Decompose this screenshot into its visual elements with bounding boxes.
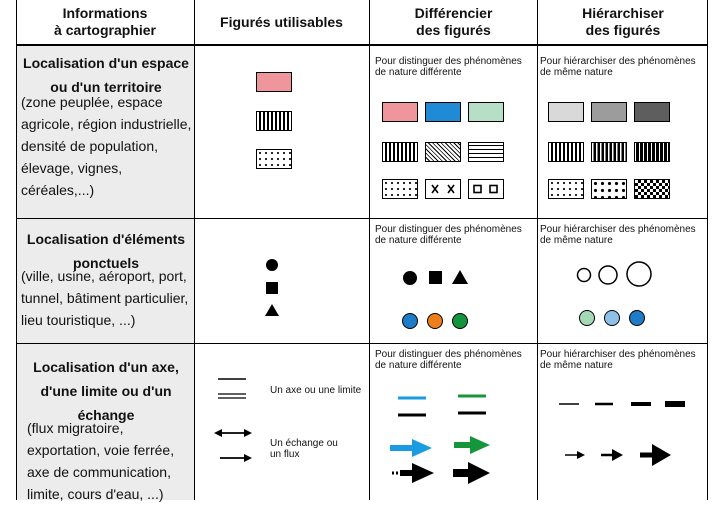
diff-point-colors xyxy=(402,313,468,329)
zone-pink-swatch xyxy=(256,72,292,92)
zone-vertical-hatch-swatch xyxy=(256,111,292,131)
hier-dense-checker xyxy=(634,179,670,199)
row1-description: (zone peuplée, espace agricole, région i… xyxy=(21,94,192,198)
grid-line-header xyxy=(16,44,708,46)
axis-line-symbols xyxy=(218,378,246,399)
hier-light-gray-swatch xyxy=(548,102,584,122)
row2-title: Localisation d'éléments ponctuels xyxy=(26,231,186,271)
row1-title: Localisation d'un espace ou d'un territo… xyxy=(23,55,189,95)
row2-description: (ville, usine, aéroport, port, tunnel, b… xyxy=(21,268,189,328)
header-figures-utilisables: Figurés utilisables xyxy=(220,13,343,30)
hier-dark-gray-swatch xyxy=(634,102,670,122)
first-column-shading xyxy=(16,45,194,500)
grid-line-row1 xyxy=(16,218,708,219)
diff-line-colors xyxy=(398,394,486,417)
grid-line-right xyxy=(707,0,708,500)
row3-title: Localisation d'un axe, d'une limite ou d… xyxy=(33,359,179,423)
hier-circle-sizes xyxy=(576,261,652,287)
hier-light-hatch xyxy=(548,142,584,162)
grid-line-col2 xyxy=(369,0,370,500)
header-differencier: Différencier des figurés xyxy=(414,5,493,38)
grid-line-col3 xyxy=(537,0,538,500)
echange-flux-label: Un échange ou un flux xyxy=(270,438,338,460)
flux-arrow-symbols xyxy=(214,429,252,462)
hier-circle-colors xyxy=(579,310,645,326)
row2-diff-note: Pour distinguer des phénomènes de nature… xyxy=(375,224,522,246)
zone-dot-swatch xyxy=(256,149,292,169)
hier-dense-hatch xyxy=(634,142,670,162)
diff-arrow-colors xyxy=(390,436,490,484)
row3-diff-note: Pour distinguer des phénomènes de nature… xyxy=(375,349,522,371)
hier-arrow-thickness xyxy=(565,444,671,466)
row3-hier-note: Pour hiérarchiser des phénomènes de même… xyxy=(540,349,696,371)
diff-vertical-hatch xyxy=(382,142,418,162)
diff-diagonal-hatch xyxy=(425,142,461,162)
grid-line-left xyxy=(16,0,17,500)
diff-dot-pattern xyxy=(382,179,418,199)
axe-limite-label: Un axe ou une limite xyxy=(270,385,362,396)
hier-light-dots xyxy=(548,179,584,199)
hier-medium-dots xyxy=(591,179,627,199)
row1-hier-note: Pour hiérarchiser des phénomènes de même… xyxy=(540,56,696,78)
hier-medium-hatch xyxy=(591,142,627,162)
row1-diff-note: Pour distinguer des phénomènes de nature… xyxy=(375,56,522,78)
grid-line-row2 xyxy=(16,343,708,344)
row3-description: (flux migratoire, exportation, voie ferr… xyxy=(27,420,175,502)
diff-cross-pattern xyxy=(425,179,461,199)
diff-mint-swatch xyxy=(468,102,504,122)
hier-line-thickness xyxy=(559,401,685,407)
point-symbols xyxy=(265,259,279,316)
diff-blue-swatch xyxy=(425,102,461,122)
diff-square-pattern xyxy=(468,179,504,199)
header-hierarchiser: Hiérarchiser des figurés xyxy=(582,5,664,38)
grid-line-col1 xyxy=(194,0,195,500)
diff-horizontal-hatch xyxy=(468,142,504,162)
diff-point-shapes xyxy=(403,270,468,285)
header-informations: Informations à cartographier xyxy=(54,5,156,38)
row2-hier-note: Pour hiérarchiser des phénomènes de même… xyxy=(540,224,696,246)
hier-mid-gray-swatch xyxy=(591,102,627,122)
diff-pink-swatch xyxy=(382,102,418,122)
